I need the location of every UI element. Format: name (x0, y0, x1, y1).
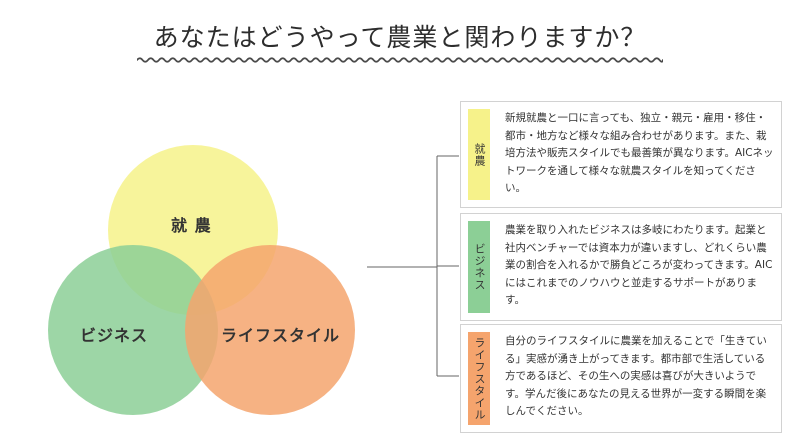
card-tag-label: ビジネス (473, 243, 486, 291)
card-tag-business: ビジネス (468, 221, 490, 313)
card-tag-label: 就農 (473, 142, 486, 167)
card-text-shunou: 新規就農と一口に言っても、独立・親元・雇用・移住・都市・地方など様々な組み合わせ… (505, 112, 774, 194)
venn-diagram: 就 農 ビジネス ライフスタイル (40, 130, 370, 440)
card-business: ビジネス 農業を取り入れたビジネスは多岐にわたります。起業と社内ベンチャーでは資… (460, 213, 782, 321)
card-text-business: 農業を取り入れたビジネスは多岐にわたります。起業と社内ベンチャーでは資本力が違い… (505, 224, 773, 306)
card-lifestyle: ライフスタイル 自分のライフスタイルに農業を加えることで「生きている」実感が湧き… (460, 324, 782, 433)
card-tag-lifestyle: ライフスタイル (468, 332, 490, 425)
venn-label-business: ビジネス (80, 326, 149, 345)
card-shunou: 就農 新規就農と一口に言っても、独立・親元・雇用・移住・都市・地方など様々な組み… (460, 101, 782, 208)
wavy-underline (137, 57, 663, 63)
venn-circle-business (48, 245, 218, 415)
card-tag-shunou: 就農 (468, 109, 490, 200)
card-text-lifestyle: 自分のライフスタイルに農業を加えることで「生きている」実感が湧き上がってきます。… (505, 335, 767, 417)
page-title: あなたはどうやって農業と関わりますか？ (153, 23, 647, 52)
card-tag-label: ライフスタイル (473, 336, 486, 421)
venn-label-lifestyle: ライフスタイル (221, 326, 341, 345)
venn-circles (48, 145, 355, 415)
venn-circle-lifestyle (185, 245, 355, 415)
venn-label-shunou: 就 農 (171, 216, 212, 235)
